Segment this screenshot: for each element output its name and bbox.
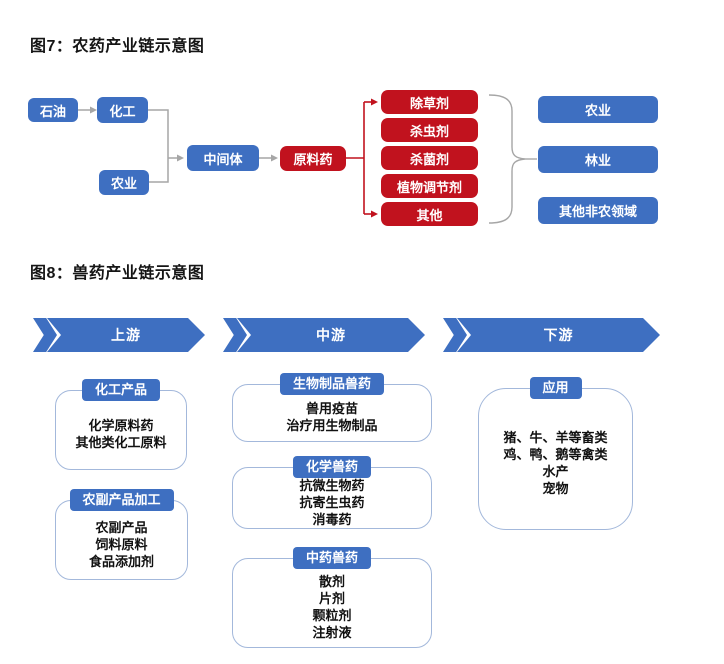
list-item: 治疗用生物制品 <box>286 418 378 433</box>
node-herbicide: 除草剂 <box>381 90 478 114</box>
group-agri-byproducts-header: 农副产品加工 <box>69 489 174 511</box>
node-agriculture-source: 农业 <box>99 170 149 195</box>
group-biological-vetmed-items: 兽用疫苗 治疗用生物制品 <box>233 385 431 441</box>
group-chemical-vetmed-items: 抗微生物药 抗寄生虫药 消毒药 <box>233 468 431 528</box>
figure8-title: 图8：兽药产业链示意图 <box>30 265 205 282</box>
node-other-products: 其他 <box>381 202 478 226</box>
node-intermediate: 中间体 <box>187 145 259 171</box>
stage-downstream: 下游 <box>443 318 660 352</box>
list-item: 食品添加剂 <box>88 553 154 569</box>
list-item: 注射液 <box>312 625 352 640</box>
node-plant-regulator: 植物调节剂 <box>381 174 478 198</box>
group-application: 应用 猪、牛、羊等畜类 鸡、鸭、鹅等禽类 水产 宠物 <box>478 377 633 530</box>
list-item: 片剂 <box>318 591 345 606</box>
list-item: 鸡、鸭、鹅等禽类 <box>503 447 608 462</box>
group-biological-vetmed: 生物制品兽药 兽用疫苗 治疗用生物制品 <box>232 373 432 442</box>
list-item: 其他类化工原料 <box>75 435 167 450</box>
list-item: 宠物 <box>542 481 569 496</box>
group-tcm-vetmed: 中药兽药 散剂 片剂 颗粒剂 注射液 <box>232 547 432 648</box>
list-item: 抗微生物药 <box>299 477 365 493</box>
group-agri-byproducts-items: 农副产品 饲料原料 食品添加剂 <box>56 501 187 579</box>
group-application-header: 应用 <box>529 377 582 399</box>
group-chemical-products-items: 化学原料药 其他类化工原料 <box>56 391 186 469</box>
node-app-forestry: 林业 <box>538 146 658 173</box>
group-tcm-vetmed-items: 散剂 片剂 颗粒剂 注射液 <box>233 559 431 647</box>
list-item: 兽用疫苗 <box>305 401 358 416</box>
group-application-items: 猪、牛、羊等畜类 鸡、鸭、鹅等禽类 水产 宠物 <box>479 389 632 529</box>
list-item: 消毒药 <box>312 511 352 527</box>
stage-upstream: 上游 <box>33 318 205 352</box>
group-tcm-vetmed-header: 中药兽药 <box>292 547 372 569</box>
group-agri-byproducts: 农副产品加工 农副产品 饲料原料 食品添加剂 <box>55 489 188 580</box>
list-item: 化学原料药 <box>88 418 154 433</box>
list-item: 散剂 <box>318 574 345 589</box>
list-item: 水产 <box>542 464 569 479</box>
node-insecticide: 杀虫剂 <box>381 118 478 142</box>
list-item: 饲料原料 <box>95 536 148 552</box>
node-chemical: 化工 <box>97 97 148 123</box>
stage-midstream: 中游 <box>223 318 425 352</box>
stage-upstream-banner: 上游 <box>47 318 205 352</box>
node-api: 原料药 <box>280 146 346 171</box>
node-fungicide: 杀菌剂 <box>381 146 478 170</box>
figure7-title: 图7：农药产业链示意图 <box>30 38 205 55</box>
group-chemical-vetmed: 化学兽药 抗微生物药 抗寄生虫药 消毒药 <box>232 456 432 529</box>
group-chemical-products-header: 化工产品 <box>81 379 161 401</box>
group-biological-vetmed-header: 生物制品兽药 <box>279 373 385 395</box>
node-app-nonagri: 其他非农领域 <box>538 197 658 224</box>
stage-downstream-banner: 下游 <box>457 318 660 352</box>
stage-midstream-banner: 中游 <box>237 318 425 352</box>
list-item: 抗寄生虫药 <box>299 494 365 510</box>
list-item: 猪、牛、羊等畜类 <box>503 430 608 445</box>
group-chemical-vetmed-header: 化学兽药 <box>292 456 372 478</box>
group-chemical-products: 化工产品 化学原料药 其他类化工原料 <box>55 379 187 470</box>
list-item: 颗粒剂 <box>312 608 352 623</box>
node-app-agriculture: 农业 <box>538 96 658 123</box>
node-petroleum: 石油 <box>28 98 78 122</box>
list-item: 农副产品 <box>95 519 148 535</box>
